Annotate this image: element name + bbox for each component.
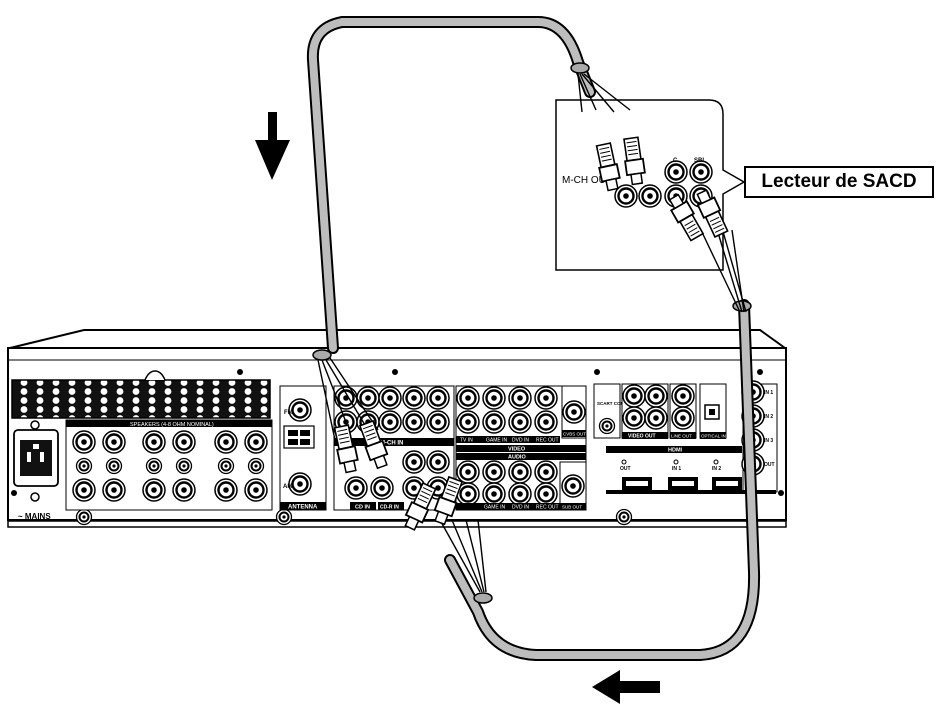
video-out-label: VIDEO OUT [628,434,656,440]
audio-game-in-label: GAME IN [484,505,506,511]
speaker-terminals: SPEAKERS (4-8 OHM NOMINAL) [65,419,273,511]
game-in-label: GAME IN [486,438,508,444]
rec-out-label: REC OUT [536,438,559,444]
jack-c-label: C [673,158,678,164]
sacd-player-callout: Lecteur de SACD [744,166,934,198]
hdmi-in1-label: IN 1 [672,466,681,472]
dvd-in-label: DVD IN [512,438,529,444]
mains-socket: ~ MAINS [13,420,59,521]
receiver-rear-panel: ~ MAINS SPEAKERS (4-8 OHM NOMINAL) FM [7,329,787,528]
cd-in-label: CD IN [355,505,370,511]
side-jacks: IN 1 IN 2 IN 3 OUT [740,379,775,477]
fm-label: FM [284,410,293,416]
cvbs-out-label: CVBS OUT [563,432,586,437]
arrow-down-icon [255,112,290,180]
audio-rec-out-label: REC OUT [536,505,559,511]
scart-control: SCART CONTROL [593,383,636,439]
optical-in-label: OPTICAL IN [701,434,726,439]
hdmi-label: HDMI [668,448,683,454]
speakers-label: SPEAKERS (4-8 OHM NOMINAL) [130,422,214,428]
side-in2-label: IN 2 [764,414,773,420]
side-in3-label: IN 3 [764,438,773,444]
sub-out-label: SUB OUT [562,505,582,510]
tv-in-label: TV IN [460,438,473,444]
video-out-block: VIDEO OUT LINE OUT OPTICAL IN [621,383,727,440]
hdmi-in2-label: IN 2 [712,466,721,472]
jack-sbl-label: SBL [694,158,706,164]
hdmi-block: HDMI OUT IN 1 IN 2 [606,446,776,494]
mch-in-label: M-CH IN [380,441,403,447]
connection-cable [306,16,761,661]
audio-dvd-in-label: DVD IN [512,505,529,511]
side-in1-label: IN 1 [764,390,773,396]
am-label: AM [283,484,292,490]
vent-grille [11,379,271,419]
audio-label: AUDIO [508,455,526,461]
mains-label: ~ MAINS [18,512,51,521]
antenna-section: FM AM ANTENNA [279,385,327,511]
side-out-label: OUT [764,462,775,468]
arrow-left-icon [592,670,660,704]
cdr-in-label: CD-R IN [380,505,399,511]
antenna-label: ANTENNA [288,505,318,511]
video-audio-block: TV IN GAME IN DVD IN REC OUT VIDEO AUDIO… [455,385,587,511]
sacd-player-panel: M-CH OUT C SBL [555,99,746,271]
line-out-label: LINE OUT [671,434,692,439]
scart-label: SCART CONTROL [597,401,636,406]
hdmi-out-label: OUT [620,466,631,472]
mch-out-label: M-CH OUT [562,175,612,186]
video-label: VIDEO [508,447,526,453]
